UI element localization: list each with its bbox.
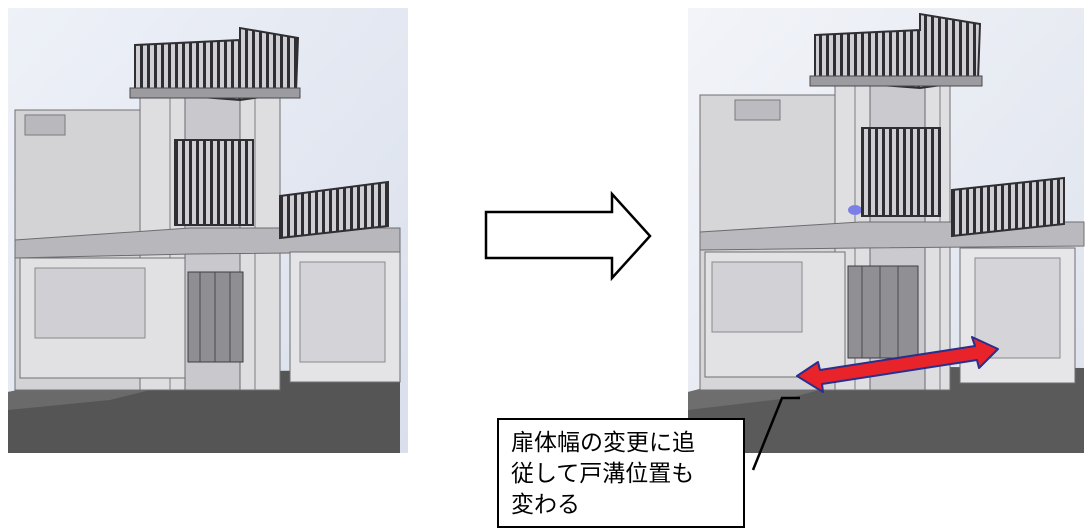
middle-railing-after: [861, 127, 941, 217]
double-headed-arrow-icon: [796, 336, 999, 393]
side-railing-before: [279, 180, 389, 240]
callout-line-3: 変わる: [511, 492, 580, 518]
building-model-before: [8, 8, 408, 453]
door-panel-after: [847, 265, 919, 359]
callout-line-2: 従して戸溝位置も: [511, 461, 695, 487]
side-railing-after: [951, 176, 1065, 238]
callout-line-1: 扉体幅の変更に追: [511, 430, 695, 456]
building-model-after: [688, 8, 1085, 453]
callout-box: 扉体幅の変更に追 従して戸溝位置も 変わる: [497, 418, 745, 528]
callout-leader-line: [751, 396, 800, 471]
middle-railing-before: [174, 139, 254, 226]
right-arrow-icon: [484, 190, 652, 282]
